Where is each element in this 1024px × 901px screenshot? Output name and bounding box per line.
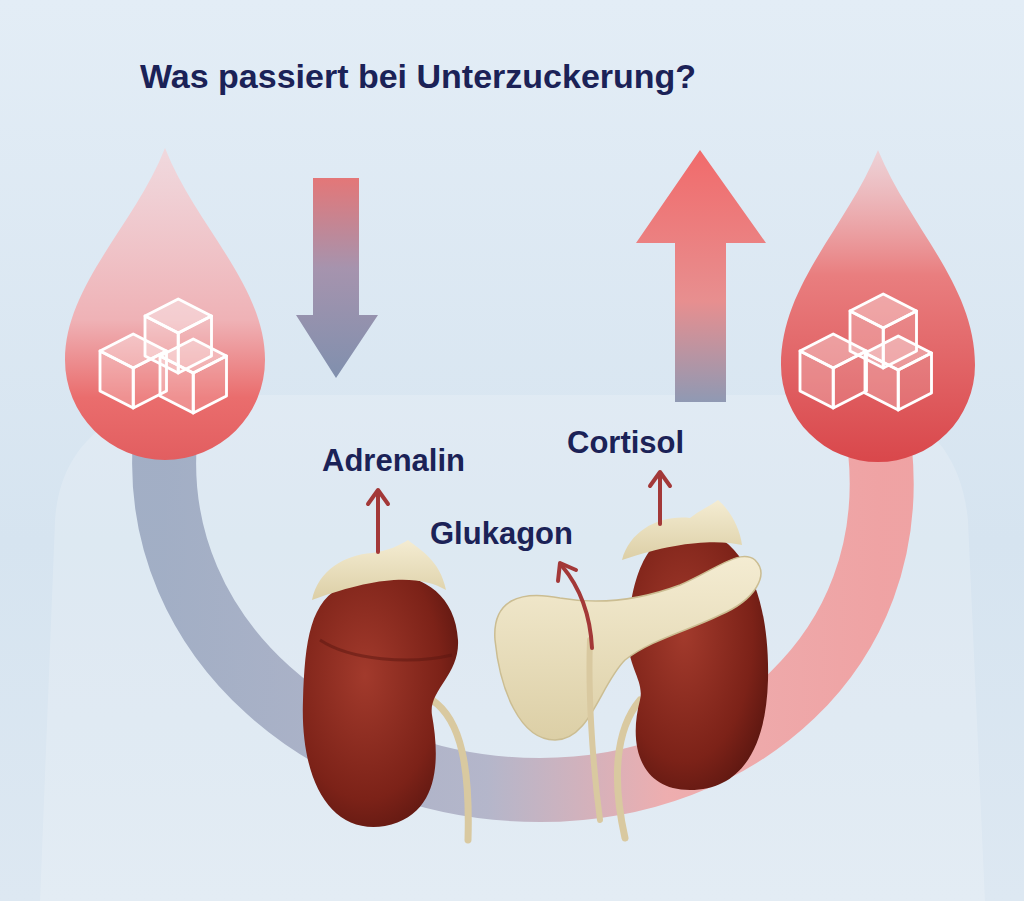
pancreas	[495, 557, 761, 740]
pancreatic-duct	[589, 640, 600, 820]
release-arrow-head	[558, 563, 576, 581]
hormone-arrows	[368, 472, 670, 648]
kidney-left-shading	[320, 640, 452, 660]
up-arrow	[636, 150, 766, 402]
release-arrow-head	[368, 490, 388, 504]
ureter	[432, 700, 468, 840]
sugar-cube	[160, 339, 227, 413]
sugar-cube	[100, 334, 167, 408]
release-arrow	[562, 566, 592, 648]
adrenal-right	[622, 500, 742, 560]
blood-drop-low	[65, 148, 265, 460]
release-arrow-head	[650, 472, 670, 486]
down-arrow	[296, 178, 378, 378]
release-arrow	[376, 492, 380, 552]
cycle-arc	[164, 440, 882, 790]
sugar-cube	[865, 336, 932, 410]
sugar-cube	[800, 334, 867, 408]
hormone-label: Glukagon	[430, 516, 573, 552]
kidney-left	[303, 574, 458, 826]
body-silhouette	[40, 395, 985, 901]
release-arrow	[658, 474, 662, 524]
diagram-title: Was passiert bei Unterzuckerung?	[140, 57, 696, 96]
hormone-label: Adrenalin	[322, 443, 465, 479]
blood-drop-high	[781, 150, 975, 462]
hormone-label: Cortisol	[567, 425, 684, 461]
